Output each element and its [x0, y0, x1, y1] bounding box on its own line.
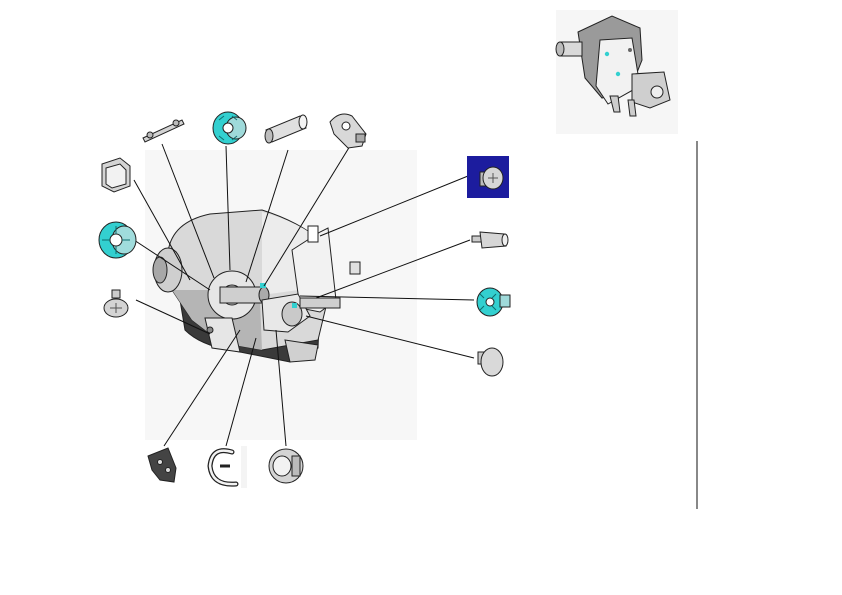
part-sleeve-tube[interactable] — [264, 114, 308, 144]
leader-lines — [133, 143, 475, 447]
screw-icon — [479, 166, 504, 190]
thumbnail-assembly — [555, 15, 671, 117]
part-e-clip[interactable] — [207, 446, 247, 488]
plate-icon — [147, 447, 177, 483]
part-knob[interactable] — [477, 347, 504, 377]
part-coupling[interactable] — [268, 448, 304, 484]
bracket-icon — [329, 113, 367, 149]
part-bracket-link[interactable] — [329, 113, 367, 149]
knob-icon — [480, 347, 504, 377]
part-selected-screw[interactable] — [467, 156, 509, 198]
part-gear-cyan-right[interactable] — [476, 287, 511, 317]
part-guide-rod[interactable] — [142, 119, 185, 143]
part-gear-cyan-left[interactable] — [98, 221, 137, 259]
part-gear-cyan-top[interactable] — [212, 111, 247, 145]
part-screw[interactable] — [103, 289, 129, 318]
part-plate[interactable] — [147, 447, 177, 483]
part-shaft-short[interactable] — [471, 231, 509, 249]
part-bushing[interactable] — [101, 157, 131, 193]
